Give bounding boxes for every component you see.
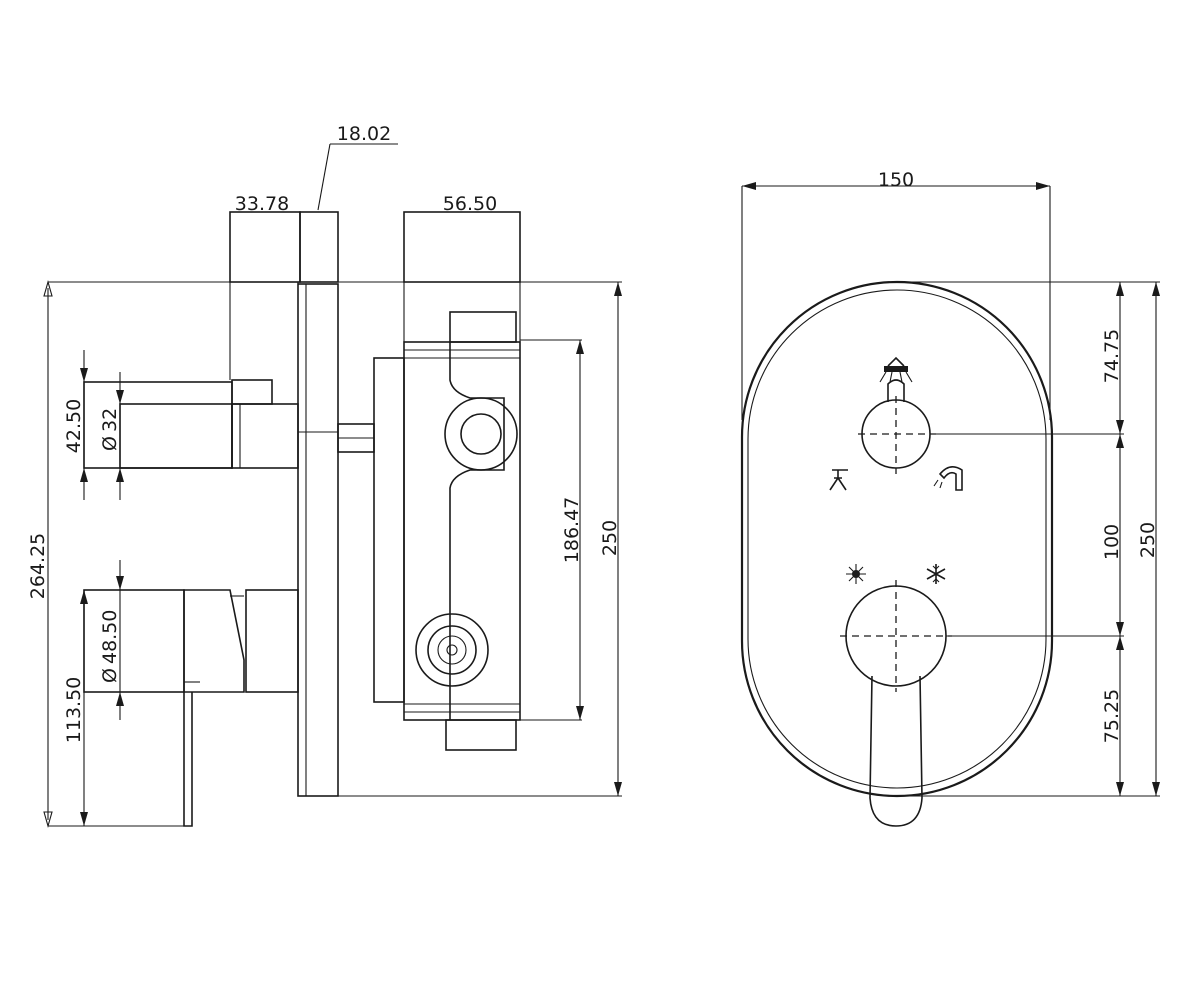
dim-250-side: 250: [599, 520, 621, 556]
dim-150: 150: [878, 169, 914, 191]
side-top-dims: [229, 143, 521, 380]
front-vertical-dims: 74.75 100 75.25 250: [896, 281, 1160, 797]
dim-74-75: 74.75: [1101, 329, 1123, 383]
valve-body-side: [373, 311, 521, 751]
shower-icon: [829, 469, 848, 491]
dim-100: 100: [1101, 524, 1123, 560]
mixer-lever: [840, 580, 952, 827]
hand-shower-icon: [933, 466, 963, 491]
dim-113-50: 113.50: [63, 677, 85, 743]
dim-56-50: 56.50: [443, 193, 497, 215]
dim-dia-32: Ø 32: [99, 408, 121, 451]
dim-48-50-value: 48.50: [99, 610, 121, 664]
dim-32-value: 32: [99, 408, 121, 432]
dim-33-78: 33.78: [235, 193, 289, 215]
overhead-shower-icon: [879, 356, 913, 383]
dim-dia-48-50: Ø 48.50: [99, 610, 121, 683]
dim-250-front: 250: [1137, 522, 1159, 558]
front-width-dim: 150: [741, 169, 1051, 420]
dim-186-47: 186.47: [561, 497, 583, 563]
diameter-symbol: Ø: [99, 436, 121, 451]
diameter-symbol: Ø: [99, 668, 121, 683]
dim-42-50: 42.50: [63, 399, 85, 453]
dim-264-25: 264.25: [27, 533, 49, 599]
wall-plate-side: [297, 283, 339, 797]
side-view: 18.02 33.78 56.50 42.50 Ø 32 Ø 48.50 113…: [27, 123, 622, 829]
dim-18-02: 18.02: [337, 123, 391, 145]
spindle-side: [337, 423, 375, 453]
side-vertical-dims: [43, 279, 622, 829]
diverter-knob: [858, 379, 936, 474]
cold-water-icon: [926, 564, 946, 584]
dim-75-25: 75.25: [1101, 689, 1123, 743]
front-view: 150: [740, 169, 1160, 827]
hot-water-icon: [846, 564, 866, 584]
